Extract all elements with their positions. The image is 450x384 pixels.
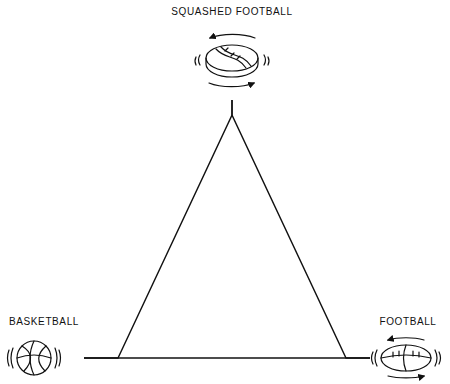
triangle-side: [232, 100, 370, 358]
ball-label: BASKETBALL: [4, 314, 84, 328]
ball-label-text: FOOTBALL: [379, 316, 436, 328]
ball-label: FOOTBALL: [370, 314, 446, 328]
squashed-football: [195, 34, 269, 86]
ball-label-text: SQUASHED FOOTBALL: [171, 6, 292, 18]
ball-label: SQUASHED FOOTBALL: [166, 4, 298, 18]
ball-node: BASKETBALL: [4, 314, 84, 380]
triangle-side: [84, 100, 232, 358]
ball-node: FOOTBALL: [370, 314, 446, 380]
football: [372, 338, 441, 378]
triangle-side: [84, 357, 370, 358]
basketball: [8, 341, 61, 375]
ball-node: SQUASHED FOOTBALL: [166, 4, 298, 100]
ball-label-text: BASKETBALL: [9, 316, 79, 328]
